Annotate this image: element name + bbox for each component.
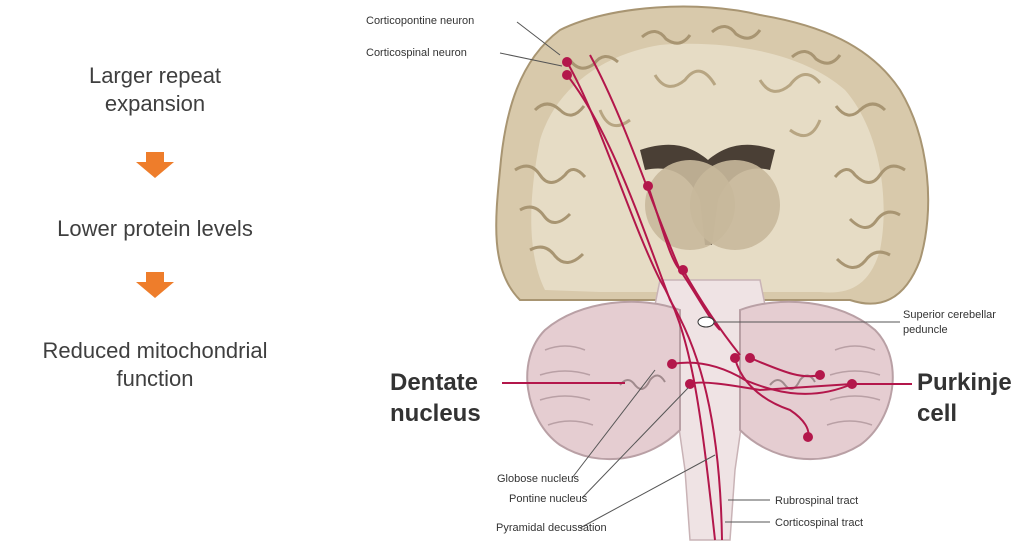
callout-dentate: Dentate nucleus bbox=[390, 367, 481, 429]
label-corticospinal-tract: Corticospinal tract bbox=[775, 517, 863, 529]
callout-dentate-line1: Dentate bbox=[390, 367, 481, 398]
label-rubrospinal-tract: Rubrospinal tract bbox=[775, 495, 858, 507]
label-corticopontine: Corticopontine neuron bbox=[366, 15, 474, 27]
cerebellum-left-shape bbox=[527, 302, 680, 459]
callout-purkinje-line1: Purkinje bbox=[917, 367, 1012, 398]
callout-purkinje-line2: cell bbox=[917, 398, 1012, 429]
label-peduncle: peduncle bbox=[903, 324, 948, 336]
label-pyramidal-decussation: Pyramidal decussation bbox=[496, 522, 607, 534]
label-corticospinal-neuron: Corticospinal neuron bbox=[366, 47, 467, 59]
label-globose-nucleus: Globose nucleus bbox=[497, 473, 579, 485]
label-superior-cerebellar: Superior cerebellar bbox=[903, 309, 996, 321]
callout-purkinje: Purkinje cell bbox=[917, 367, 1012, 429]
cerebellum-right-shape bbox=[740, 302, 893, 459]
label-pontine-nucleus: Pontine nucleus bbox=[509, 493, 588, 505]
callout-dentate-line2: nucleus bbox=[390, 398, 481, 429]
